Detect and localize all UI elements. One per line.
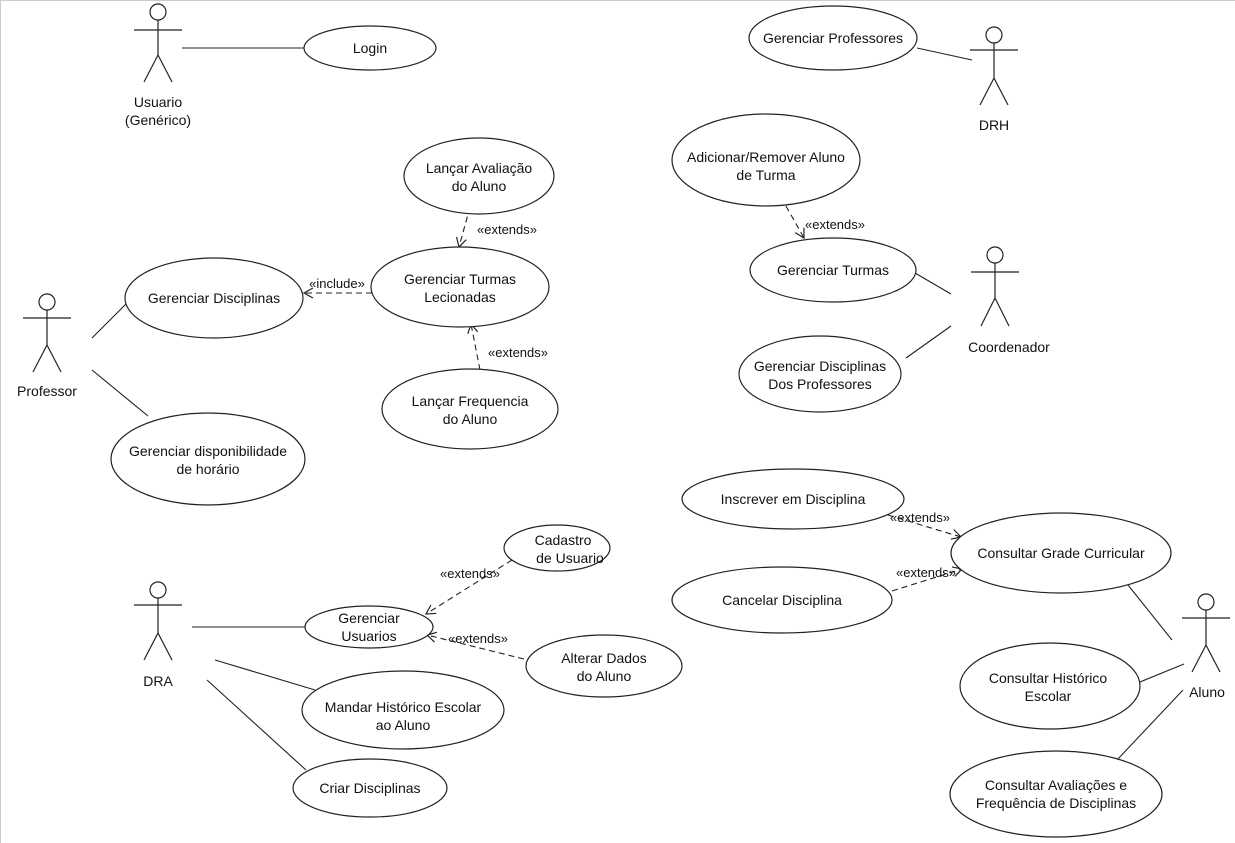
usecase-consultar-grade-label: Consultar Grade Curricular	[977, 545, 1145, 561]
usecase-gerenciar-turmas-lecionadas[interactable]	[370, 246, 550, 328]
assoc-aluno-consultar-grade	[1127, 584, 1173, 641]
usecase-gerenciar-disciplinas[interactable]	[124, 257, 304, 339]
actor-professor[interactable]	[23, 293, 71, 373]
usecase-cadastro-usuario[interactable]	[503, 524, 611, 572]
usecase-gerenciar-disponibilidade[interactable]	[110, 412, 306, 506]
actor-aluno-label: Aluno	[1189, 684, 1225, 700]
usecase-adicionar-remover-aluno-label: Adicionar/Remover Aluno	[687, 149, 845, 165]
usecase-login-label: Login	[353, 40, 387, 56]
usecase-mandar-historico-label-2: ao Aluno	[376, 717, 431, 733]
actor-professor-label: Professor	[17, 383, 77, 399]
usecase-inscrever-disciplina-label: Inscrever em Disciplina	[721, 491, 866, 507]
usecase-lancar-avaliacao-label: Lançar Avaliação	[426, 160, 533, 176]
usecase-cadastro-usuario-label-2: de Usuario	[536, 550, 604, 566]
usecase-cancelar-disciplina[interactable]	[671, 566, 893, 634]
assoc-aluno-consultar-avaliacoes	[1116, 689, 1184, 761]
usecase-gerenciar-disciplinas-professores-label: Gerenciar Disciplinas	[754, 358, 886, 374]
usecase-alterar-dados[interactable]	[525, 634, 683, 698]
usecase-consultar-avaliacoes-label: Consultar Avaliações e	[985, 777, 1127, 793]
actor-aluno[interactable]	[1182, 593, 1230, 673]
actor-drh[interactable]	[970, 26, 1018, 106]
dep-cancelar-extends	[891, 566, 964, 592]
assoc-dra-criar-disciplinas	[206, 679, 307, 771]
usecase-lancar-frequencia[interactable]	[381, 368, 559, 450]
usecase-inscrever-disciplina[interactable]	[681, 468, 905, 530]
actor-drh-label: DRH	[979, 117, 1009, 133]
usecase-criar-disciplinas[interactable]	[292, 758, 448, 818]
actor-coordenador-label: Coordenador	[968, 339, 1050, 355]
assoc-professor-disponibilidade	[91, 369, 149, 417]
dependencies	[302, 205, 964, 660]
assoc-dra-mandar-historico	[214, 659, 316, 691]
assoc-coordenador-gerenciar-turmas	[914, 272, 952, 295]
usecase-gerenciar-turmas-lecionadas-label-2: Lecionadas	[424, 289, 496, 305]
usecase-mandar-historico-label: Mandar Histórico Escolar	[325, 699, 482, 715]
dep-avaliacao-extends	[455, 206, 471, 249]
usecase-cancelar-disciplina-label: Cancelar Disciplina	[722, 592, 842, 608]
usecase-alterar-dados-label: Alterar Dados	[561, 650, 647, 666]
usecase-lancar-frequencia-label-2: do Aluno	[443, 411, 498, 427]
stereo-extends-alterar: «extends»	[448, 631, 508, 646]
usecase-mandar-historico[interactable]	[301, 670, 505, 750]
actor-dra[interactable]	[134, 581, 182, 661]
actor-dra-label: DRA	[143, 673, 173, 689]
usecase-gerenciar-usuarios-label-2: Usuarios	[341, 628, 396, 644]
dep-frequencia-extends	[467, 322, 481, 371]
usecase-criar-disciplinas-label: Criar Disciplinas	[319, 780, 420, 796]
dep-cadastro-extends	[424, 559, 513, 615]
usecase-gerenciar-disciplinas-label: Gerenciar Disciplinas	[148, 290, 280, 306]
stereo-extends-cadastro: «extends»	[440, 566, 500, 581]
usecase-consultar-avaliacoes-label-2: Frequência de Disciplinas	[976, 795, 1136, 811]
dep-alterar-extends	[425, 631, 525, 660]
usecase-login[interactable]	[303, 25, 437, 71]
usecase-gerenciar-professores[interactable]	[748, 5, 918, 71]
usecase-gerenciar-usuarios-label: Gerenciar	[338, 610, 400, 626]
stereo-extends-frequencia: «extends»	[488, 345, 548, 360]
usecase-consultar-historico-label: Consultar Histórico	[989, 670, 1107, 686]
assoc-professor-gerenciar-disciplinas	[91, 302, 128, 339]
usecase-consultar-grade[interactable]	[950, 512, 1172, 594]
actor-coordenador[interactable]	[971, 246, 1019, 327]
usecase-lancar-avaliacao-label-2: do Aluno	[452, 178, 507, 194]
usecase-gerenciar-disponibilidade-label-2: de horário	[176, 461, 239, 477]
assoc-drh-gerenciar-professores	[916, 47, 973, 61]
stereo-include: «include»	[309, 276, 365, 291]
usecase-adicionar-remover-aluno[interactable]	[671, 113, 861, 207]
actor-usuario[interactable]	[134, 3, 182, 83]
actor-usuario-label-sub: (Genérico)	[125, 112, 191, 128]
dep-inscrever-extends	[887, 514, 963, 540]
stereo-extends-cancelar: «extends»	[896, 565, 956, 580]
dep-turma-extends	[785, 205, 805, 240]
usecase-adicionar-remover-aluno-label-2: de Turma	[736, 167, 795, 183]
usecase-gerenciar-turmas-lecionadas-label: Gerenciar Turmas	[404, 271, 516, 287]
usecase-gerenciar-disponibilidade-label: Gerenciar disponibilidade	[129, 443, 287, 459]
usecase-consultar-avaliacoes[interactable]	[949, 750, 1163, 838]
associations	[91, 47, 1185, 771]
usecase-alterar-dados-label-2: do Aluno	[577, 668, 632, 684]
usecase-lancar-avaliacao[interactable]	[403, 137, 555, 215]
usecase-gerenciar-turmas[interactable]	[749, 237, 917, 303]
stereo-extends-turma: «extends»	[805, 217, 865, 232]
usecase-gerenciar-turmas-label: Gerenciar Turmas	[777, 262, 889, 278]
stereo-extends-avaliacao: «extends»	[477, 222, 537, 237]
assoc-aluno-consultar-historico	[1139, 663, 1185, 683]
usecase-gerenciar-disciplinas-professores[interactable]	[738, 335, 902, 413]
assoc-coordenador-disciplinas-professores	[905, 325, 952, 359]
usecase-lancar-frequencia-label: Lançar Frequencia	[412, 393, 529, 409]
usecase-cadastro-usuario-label: Cadastro	[535, 532, 592, 548]
usecase-gerenciar-usuarios[interactable]	[304, 605, 434, 649]
actor-usuario-label: Usuario	[134, 94, 182, 110]
stereo-extends-inscrever: «extends»	[890, 510, 950, 525]
usecase-gerenciar-professores-label: Gerenciar Professores	[763, 30, 903, 46]
usecase-consultar-historico-label-2: Escolar	[1025, 688, 1072, 704]
usecase-consultar-historico[interactable]	[959, 642, 1141, 730]
usecase-gerenciar-disciplinas-professores-label-2: Dos Professores	[768, 376, 871, 392]
